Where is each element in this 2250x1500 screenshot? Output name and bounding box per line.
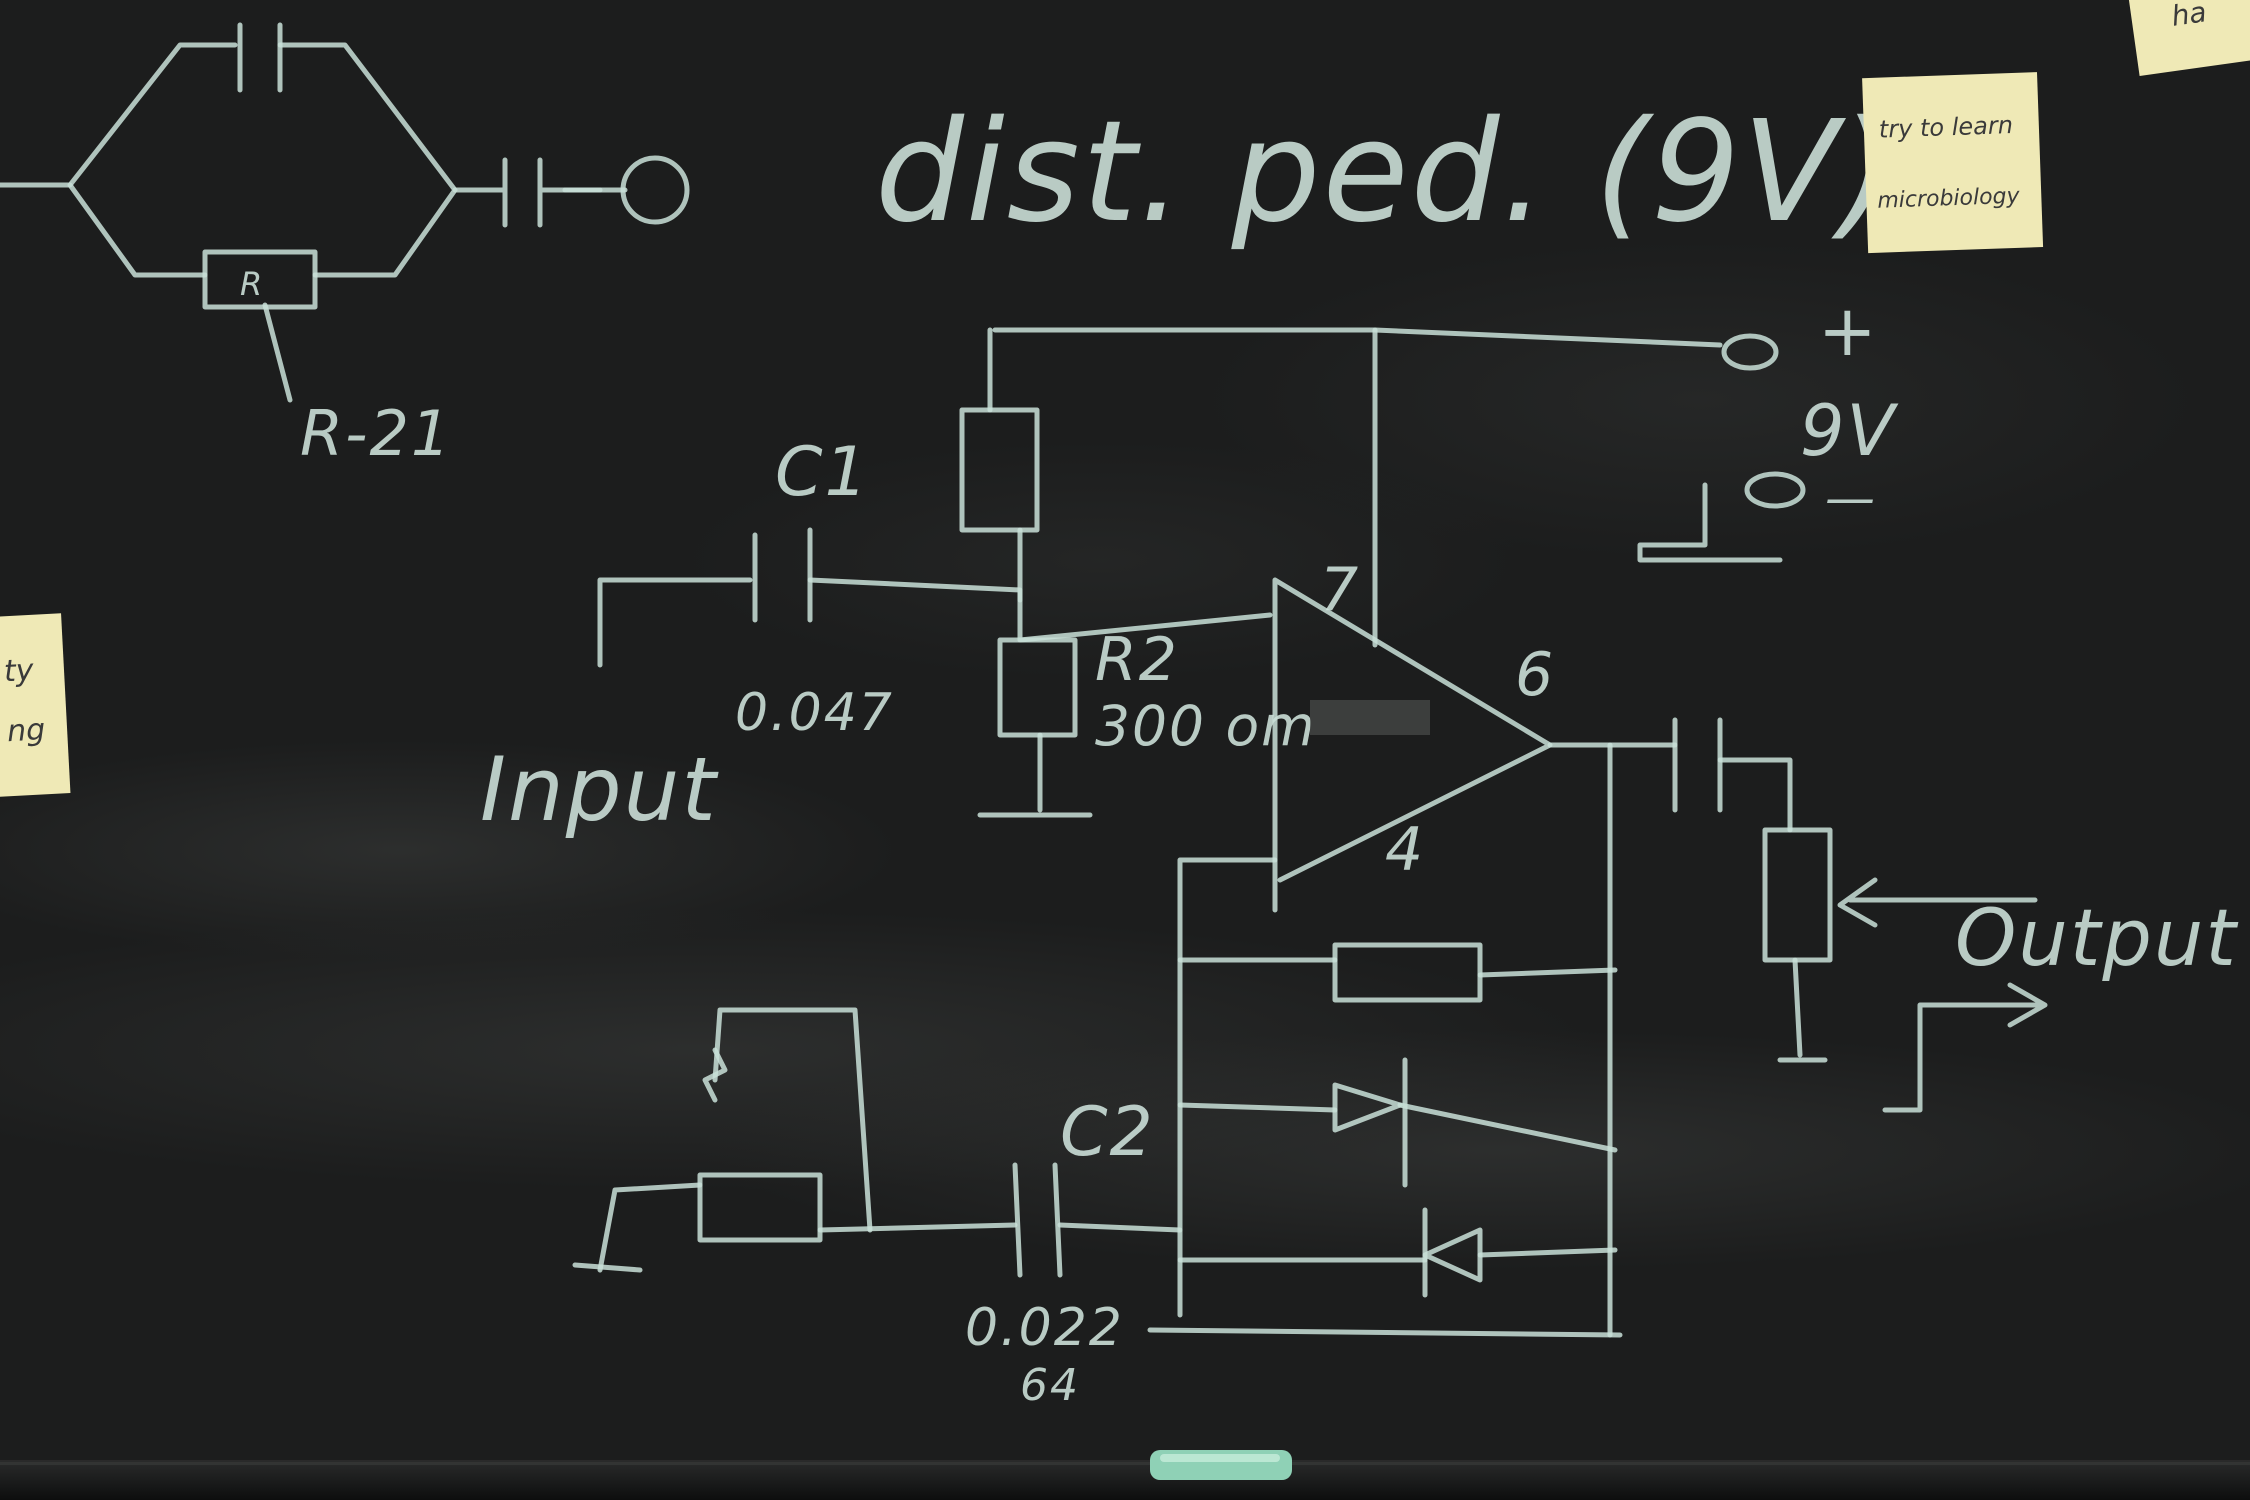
sticky-note-corner: ha — [2124, 0, 2250, 76]
r21-label: R-21 — [300, 397, 452, 470]
input-label: Input — [480, 738, 719, 841]
r-box-label: R — [240, 265, 264, 303]
left-note-line-2: ng — [6, 712, 46, 749]
op-amp — [1177, 577, 1678, 1338]
sticky-note-left: ty ng — [0, 613, 71, 800]
sticky-note-top-right: try to learn microbiology — [1862, 72, 2044, 254]
c1-label: C1 — [775, 433, 870, 512]
corner-note-text: ha — [2169, 0, 2208, 33]
chalk-tray — [0, 1460, 2250, 1500]
supply-label: 9V — [1800, 390, 1899, 472]
output-stage — [1672, 717, 2048, 1113]
input-stage — [597, 527, 1273, 818]
r2-value-label: 300 om — [1095, 694, 1317, 758]
r2-label: R2 — [1095, 625, 1179, 695]
top-left-circuit — [0, 22, 690, 403]
pin6-label: 6 — [1515, 640, 1555, 710]
c2-value-label: 0.022 — [965, 1298, 1124, 1358]
pin4-label: 4 — [1385, 815, 1425, 885]
c2-label: C2 — [1060, 1093, 1155, 1172]
eraser-mark — [1310, 700, 1430, 735]
c1-value-label: 0.047 — [735, 683, 894, 743]
plus-label: + — [1818, 290, 1879, 372]
minus-label: — — [1825, 469, 1877, 527]
chalk-stick-highlight — [1160, 1454, 1280, 1462]
note-line-2: microbiology — [1877, 184, 2021, 214]
tone-section — [572, 1007, 1183, 1278]
feedback-network — [1147, 942, 1623, 1338]
eraser-smudges — [0, 240, 2250, 1270]
note-line-1: try to learn — [1878, 111, 2013, 144]
board-title: dist. ped. (9V) — [875, 91, 1897, 254]
pin7-label: 7 — [1320, 555, 1360, 625]
c2-value-line2-label: 64 — [1020, 1360, 1080, 1411]
output-label: Output — [1955, 894, 2238, 984]
left-note-line-1: ty — [3, 653, 36, 690]
